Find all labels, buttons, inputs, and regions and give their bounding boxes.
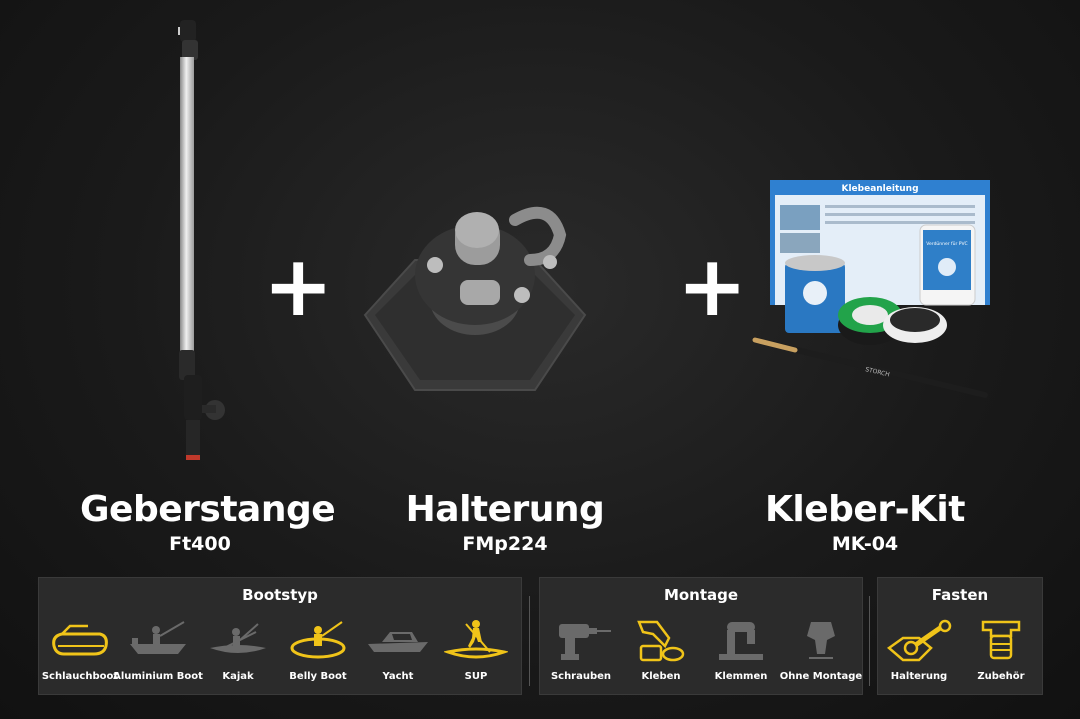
item-yacht[interactable]: Yacht (359, 618, 437, 688)
product-code: MK-04 (831, 533, 899, 555)
item-label: Aluminium Boot (113, 671, 203, 682)
item-kajak[interactable]: Kajak (199, 618, 277, 688)
inflatable-boat-icon (52, 624, 108, 656)
item-label: Zubehör (977, 671, 1025, 682)
item-label: Klemmen (714, 671, 768, 682)
accessory-icon (981, 620, 1021, 660)
clamp-icon (719, 622, 763, 660)
brush-label: STORCH (865, 366, 891, 378)
glue-icon (637, 620, 685, 662)
item-aluminium-boot[interactable]: Aluminium Boot (113, 618, 203, 688)
separator (529, 596, 530, 686)
aluminium-boat-icon (130, 621, 186, 654)
pole-image (160, 15, 240, 485)
panel-title: Fasten (931, 586, 989, 604)
panel-montage: Montage Schrauben Kleben Klemmen (539, 577, 863, 695)
product-code: FMp224 (462, 533, 548, 555)
glue-kit-image: Klebeanleitung Verdünner für PVC STORCH (745, 175, 995, 405)
item-sup[interactable]: SUP (437, 618, 515, 688)
item-schrauben[interactable]: Schrauben (542, 618, 620, 688)
product-name: Kleber-Kit (765, 489, 965, 530)
product-geberstange: Geberstange Ft400 (80, 489, 336, 556)
panel-fasten: Fasten Halterung Zubehör (877, 577, 1043, 695)
kayak-icon (210, 623, 266, 653)
item-label: Kajak (222, 671, 254, 682)
no-mount-icon (807, 622, 835, 659)
item-label: Halterung (890, 671, 948, 682)
mount-image (355, 165, 590, 395)
product-name: Halterung (405, 489, 605, 530)
item-label: Schrauben (550, 671, 612, 682)
item-klemmen[interactable]: Klemmen (702, 618, 780, 688)
item-belly-boot[interactable]: Belly Boot (279, 618, 357, 688)
kit-bottle-label: Verdünner für PVC (926, 241, 967, 247)
item-label: Belly Boot (289, 671, 347, 682)
product-kleber-kit: Kleber-Kit MK-04 (745, 490, 985, 556)
sup-icon (444, 620, 508, 659)
item-kleben[interactable]: Kleben (622, 618, 700, 688)
kit-box-title: Klebeanleitung (841, 184, 918, 194)
mount-icon (886, 619, 952, 662)
item-label: Yacht (382, 671, 414, 682)
plus-sign-1: + (263, 237, 334, 335)
belly-boat-icon (290, 621, 346, 659)
item-ohne-montage[interactable]: Ohne Montage (780, 618, 862, 688)
panel-title: Bootstyp (242, 586, 318, 604)
product-halterung: Halterung FMp224 (385, 490, 625, 556)
item-zubehoer[interactable]: Zubehör (962, 618, 1040, 688)
yacht-icon (368, 632, 428, 652)
item-label: SUP (464, 671, 488, 682)
item-label: Ohne Montage (779, 671, 863, 682)
separator (869, 596, 870, 686)
item-label: Kleben (641, 671, 681, 682)
product-name: Geberstange (80, 489, 336, 530)
item-halterung[interactable]: Halterung (880, 618, 958, 688)
panel-bootstyp: Bootstyp Schlauchboot Aluminium Boot Kaj… (38, 577, 522, 695)
product-code: Ft400 (169, 533, 231, 555)
item-label: Schlauchboot (41, 671, 119, 682)
plus-sign-2: + (677, 237, 748, 335)
item-schlauchboot[interactable]: Schlauchboot (41, 618, 119, 688)
drill-icon (559, 624, 611, 660)
panel-title: Montage (663, 586, 739, 604)
